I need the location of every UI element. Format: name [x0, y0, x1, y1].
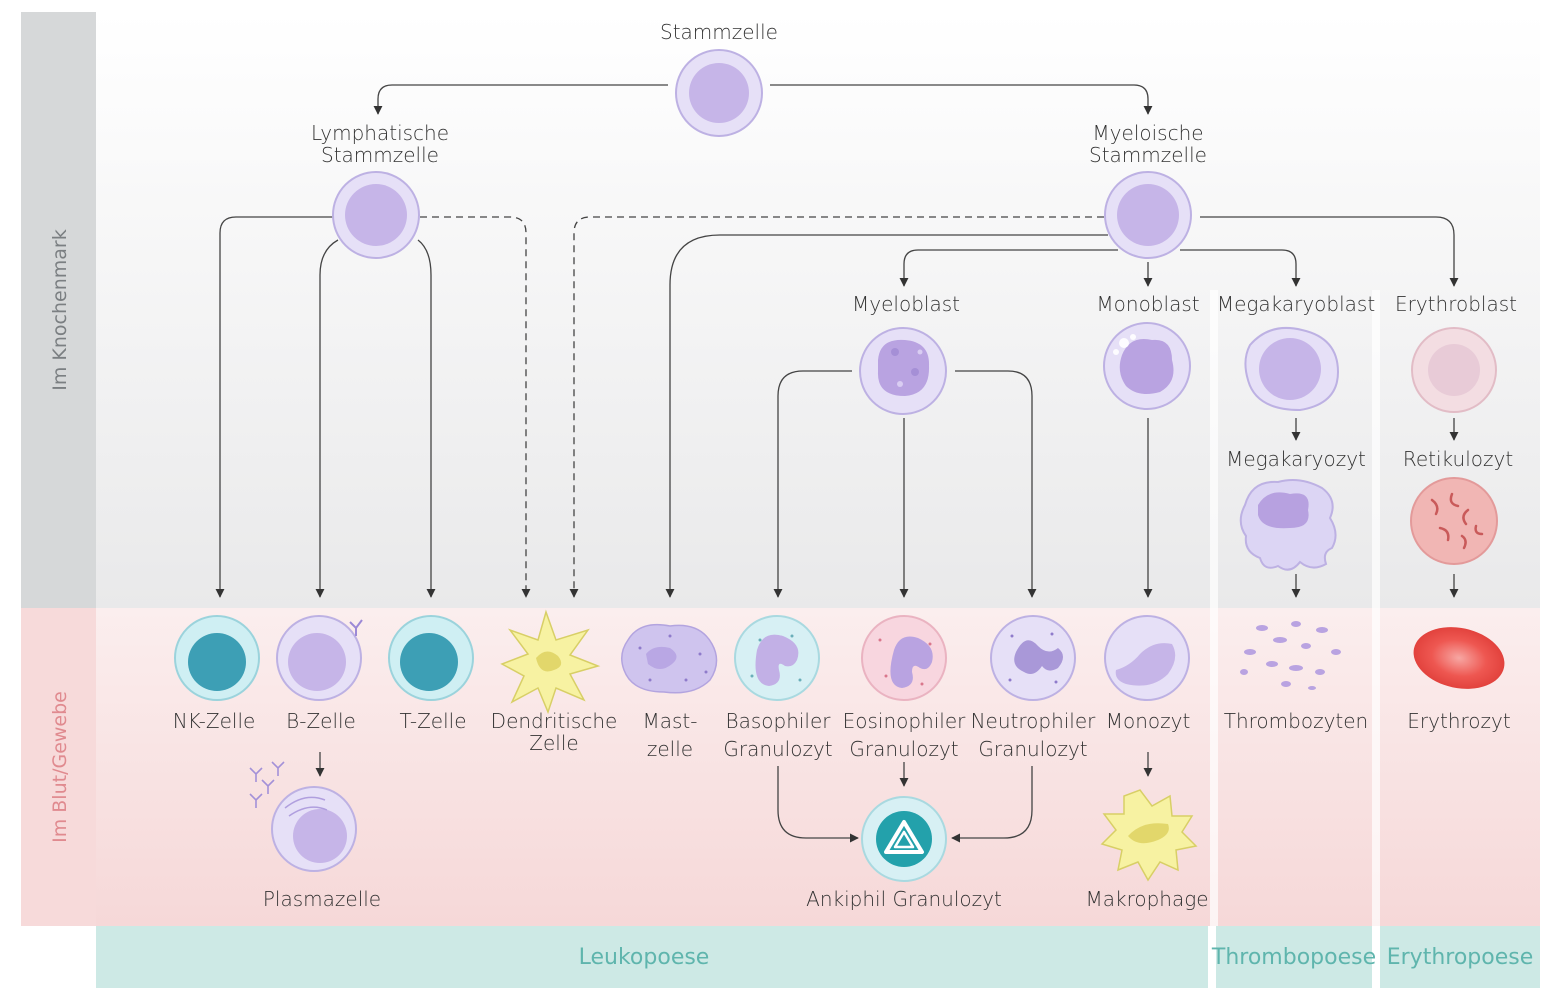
neutrophil-label-2: Granulozyt [978, 737, 1087, 761]
erythropoiesis-label: Erythropoese [1387, 945, 1534, 970]
stem-cell [675, 49, 763, 137]
megakaryoblast-label: Megakaryoblast [1217, 292, 1375, 316]
stem-cell-label: Stammzelle [660, 20, 778, 44]
dendritic-label-1: Dendritische [491, 709, 618, 733]
macrophage-cell [1100, 789, 1198, 882]
nk-cell [174, 615, 260, 701]
lymphoid-stem-cell [332, 171, 420, 259]
reticulocyte-cell [1410, 477, 1498, 565]
column-divider [1210, 290, 1218, 986]
ankiphil-granulocyte-cell [861, 796, 947, 882]
cell-labels: Stammzelle Lymphatische Stammzelle Myelo… [173, 20, 1517, 911]
neutrophil-label-1: Neutrophiler [971, 709, 1097, 733]
leukopoiesis-label: Leukopoese [579, 945, 710, 970]
monoblast-cell [1103, 322, 1191, 410]
erythrocyte-cell [1413, 627, 1505, 689]
basophil-cell [734, 615, 820, 701]
myeloblast-label: Myeloblast [852, 292, 960, 316]
thrombopoiesis-label: Thrombopoese [1211, 945, 1376, 970]
megakaryocyte-cell [1239, 479, 1337, 571]
mast-label-1: Mast- [643, 709, 698, 733]
myeloblast-cell [859, 327, 947, 415]
connector-lines [215, 84, 1459, 843]
nk-cell-label: NK-Zelle [173, 709, 256, 733]
eosinophil-cell [861, 615, 947, 701]
eosinophil-label-2: Granulozyt [849, 737, 958, 761]
column-divider [1372, 290, 1380, 986]
erythropoiesis-band [1380, 926, 1540, 988]
ankiphil-granulocyte-label: Ankiphil Granulozyt [806, 887, 1002, 911]
myeloid-stem-label-1: Myeloische [1092, 121, 1203, 145]
basophil-label-1: Basophiler [725, 709, 831, 733]
marrow-zone-label: Im Knochenmark [49, 229, 71, 390]
megakaryocyte-label: Megakaryozyt [1226, 447, 1366, 471]
eosinophil-label-1: Eosinophiler [843, 709, 967, 733]
thrombocytes-label: Thrombozyten [1224, 709, 1368, 733]
blood-zone-label: Im Blut/Gewebe [49, 691, 71, 843]
thrombocytes [1240, 621, 1341, 690]
lymphoid-stem-label-2: Stammzelle [321, 143, 439, 167]
erythrocyte-label: Erythrozyt [1407, 709, 1510, 733]
b-cell [276, 615, 363, 701]
monocyte-label: Monozyt [1106, 709, 1191, 733]
mast-cell [621, 623, 718, 694]
blood-side-band [21, 608, 96, 926]
dendritic-label-2: Zelle [529, 731, 578, 755]
macrophage-label: Makrophage [1085, 887, 1208, 911]
thrombopoiesis-band [1216, 926, 1372, 988]
marrow-side-band [21, 12, 96, 608]
myeloid-stem-label-2: Stammzelle [1089, 143, 1207, 167]
t-cell-label: T-Zelle [399, 709, 466, 733]
dendritic-cell [500, 609, 601, 715]
lymphoid-stem-label-1: Lymphatische [311, 121, 449, 145]
myeloid-stem-cell [1104, 171, 1192, 259]
megakaryoblast-cell [1244, 326, 1340, 412]
plasma-cell-label: Plasmazelle [263, 887, 381, 911]
monocyte-cell [1104, 615, 1190, 701]
basophil-label-2: Granulozyt [723, 737, 832, 761]
neutrophil-cell [990, 615, 1076, 701]
plasma-cell [249, 761, 357, 872]
monoblast-label: Monoblast [1096, 292, 1199, 316]
t-cell [388, 615, 474, 701]
mast-label-2: zelle [647, 737, 693, 761]
erythroblast-cell [1411, 327, 1497, 413]
erythroblast-label: Erythroblast [1395, 292, 1517, 316]
reticulocyte-label: Retikulozyt [1403, 447, 1513, 471]
b-cell-label: B-Zelle [286, 709, 356, 733]
leukopoiesis-band [96, 926, 1208, 988]
